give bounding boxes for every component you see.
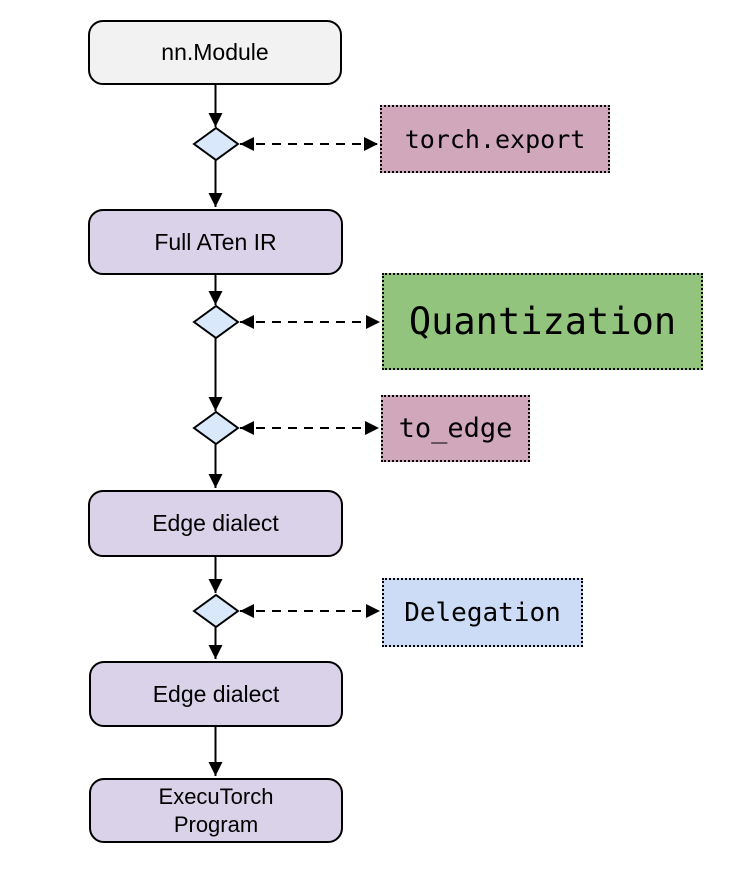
node-executorch-program: ExecuTorch Program: [89, 778, 343, 843]
op-quantization: Quantization: [382, 273, 703, 370]
node-nn-module: nn.Module: [88, 20, 342, 85]
node-full-aten-ir: Full ATen IR: [88, 209, 343, 275]
decision-diamond-to-edge: [192, 410, 240, 446]
node-edge-dialect-1: Edge dialect: [88, 490, 343, 557]
op-to-edge: to_edge: [381, 395, 530, 462]
decision-diamond-delegation: [192, 593, 240, 629]
decision-diamond-export: [192, 126, 240, 162]
op-delegation: Delegation: [382, 578, 583, 647]
decision-diamond-quantization: [192, 304, 240, 340]
node-edge-dialect-2: Edge dialect: [89, 661, 343, 727]
op-torch-export: torch.export: [380, 105, 610, 173]
